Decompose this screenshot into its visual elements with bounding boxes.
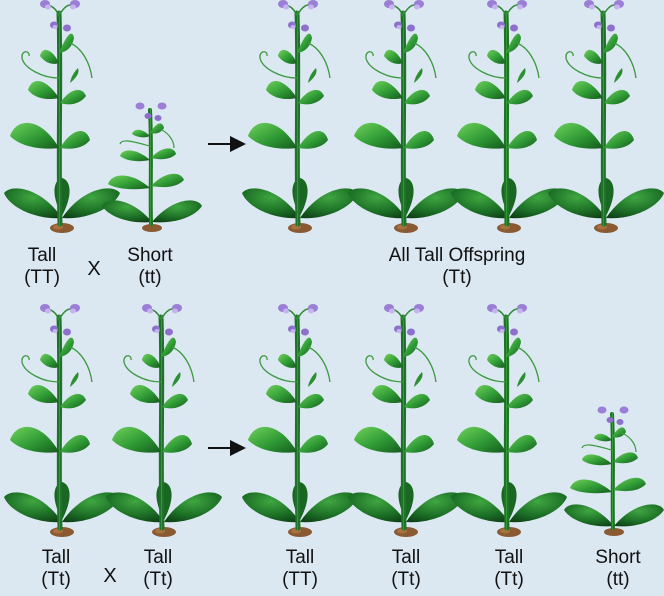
parent-right-genotype: (Tt) bbox=[143, 569, 173, 590]
offspring-genotype: (TT) bbox=[282, 569, 318, 590]
offspring-plant-2 bbox=[348, 0, 464, 233]
parent-left-name: Tall bbox=[27, 245, 57, 266]
offspring-name: Tall bbox=[285, 547, 315, 568]
parent-right-name: Short bbox=[127, 245, 173, 266]
offspring-plant-1 bbox=[242, 0, 358, 233]
label-row2-offspring-3: Tall (Tt) bbox=[494, 547, 524, 591]
offspring-tall-tt-2 bbox=[348, 304, 464, 537]
label-row2-parent-left: Tall (Tt) bbox=[41, 547, 71, 591]
label-row2-parent-right: Tall (Tt) bbox=[143, 547, 173, 591]
parent-left-genotype: (Tt) bbox=[41, 569, 71, 590]
parent-right-genotype: (tt) bbox=[138, 267, 162, 288]
parent-left-name: Tall bbox=[41, 547, 71, 568]
offspring-name: All Tall Offspring bbox=[388, 245, 526, 266]
tall-plant-tt-parent bbox=[4, 0, 120, 233]
short-plant-tt-parent bbox=[100, 100, 204, 234]
offspring-plant-4 bbox=[548, 0, 664, 233]
offspring-name: Tall bbox=[494, 547, 524, 568]
tall-plant-tt-hetero-left bbox=[4, 304, 120, 537]
offspring-name: Tall bbox=[391, 547, 421, 568]
label-row1-parent-right: Short (tt) bbox=[127, 245, 172, 289]
parent-right-name: Tall bbox=[143, 547, 173, 568]
offspring-plant-3 bbox=[451, 0, 567, 233]
offspring-tall-tt-3 bbox=[451, 304, 567, 537]
cross-symbol-row2: X bbox=[103, 565, 117, 587]
label-row2-offspring-1: Tall (TT) bbox=[282, 547, 318, 591]
label-row1-offspring: All Tall Offspring (Tt) bbox=[389, 245, 526, 289]
offspring-genotype: (tt) bbox=[606, 569, 630, 590]
offspring-genotype: (Tt) bbox=[391, 569, 421, 590]
offspring-tall-tt bbox=[242, 304, 358, 537]
offspring-name: Short bbox=[595, 547, 641, 568]
label-row1-parent-left: Tall (TT) bbox=[24, 245, 60, 289]
offspring-genotype: (Tt) bbox=[494, 569, 524, 590]
label-row2-offspring-2: Tall (Tt) bbox=[391, 547, 421, 591]
parent-left-genotype: (TT) bbox=[24, 267, 60, 288]
tall-plant-tt-hetero-right bbox=[106, 304, 222, 537]
label-row2-offspring-4: Short (tt) bbox=[595, 547, 640, 591]
offspring-short-tt bbox=[562, 404, 664, 538]
offspring-genotype: (Tt) bbox=[442, 267, 472, 288]
cross-symbol-row1: X bbox=[87, 258, 101, 280]
